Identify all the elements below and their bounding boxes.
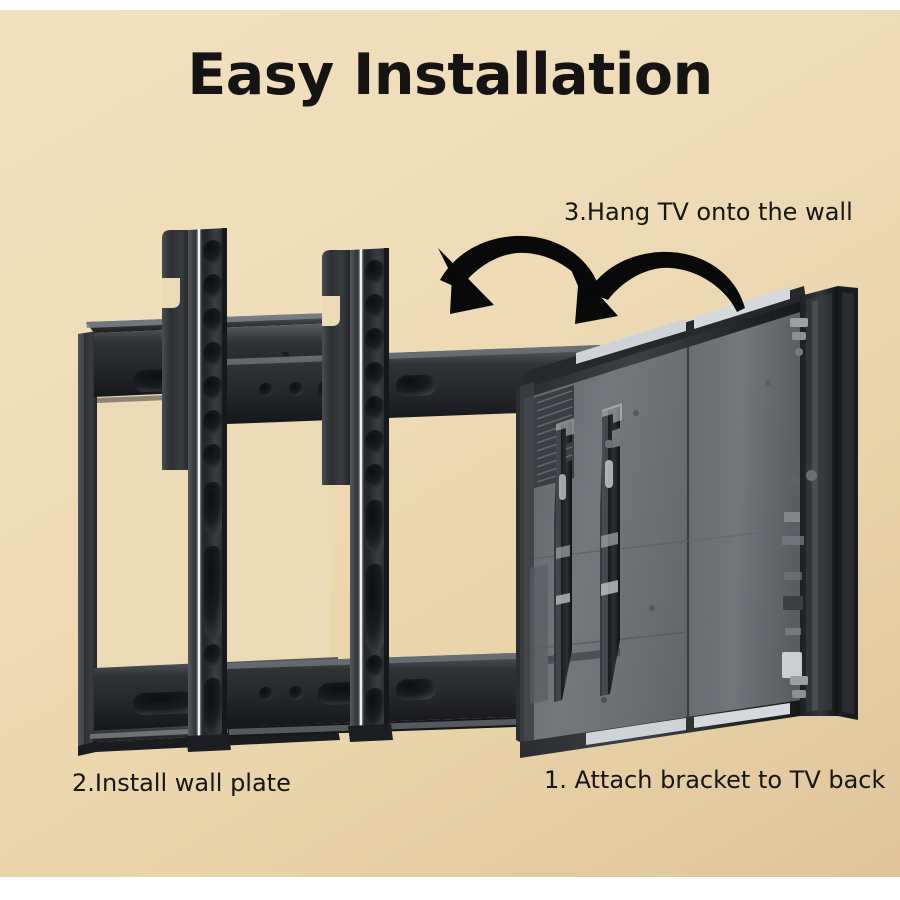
step-3-caption: 3.Hang TV onto the wall bbox=[564, 198, 853, 226]
tv-back-assembly bbox=[516, 286, 858, 758]
step-1-caption: 1. Attach bracket to TV back bbox=[544, 766, 886, 794]
wall-plate-rail-left bbox=[162, 228, 231, 752]
bottom-border bbox=[0, 877, 900, 900]
top-border bbox=[0, 0, 900, 10]
tv-bracket-arm-1 bbox=[554, 421, 572, 702]
arrow-left-icon bbox=[438, 235, 600, 314]
step-2-caption: 2.Install wall plate bbox=[72, 769, 291, 797]
tv-right-edge bbox=[782, 286, 838, 716]
page-title: Easy Installation bbox=[187, 42, 713, 108]
tv-bracket-arm-2 bbox=[600, 406, 620, 696]
wall-plate-rail-right bbox=[322, 248, 393, 742]
wall-plate-mid-rail bbox=[227, 345, 600, 424]
